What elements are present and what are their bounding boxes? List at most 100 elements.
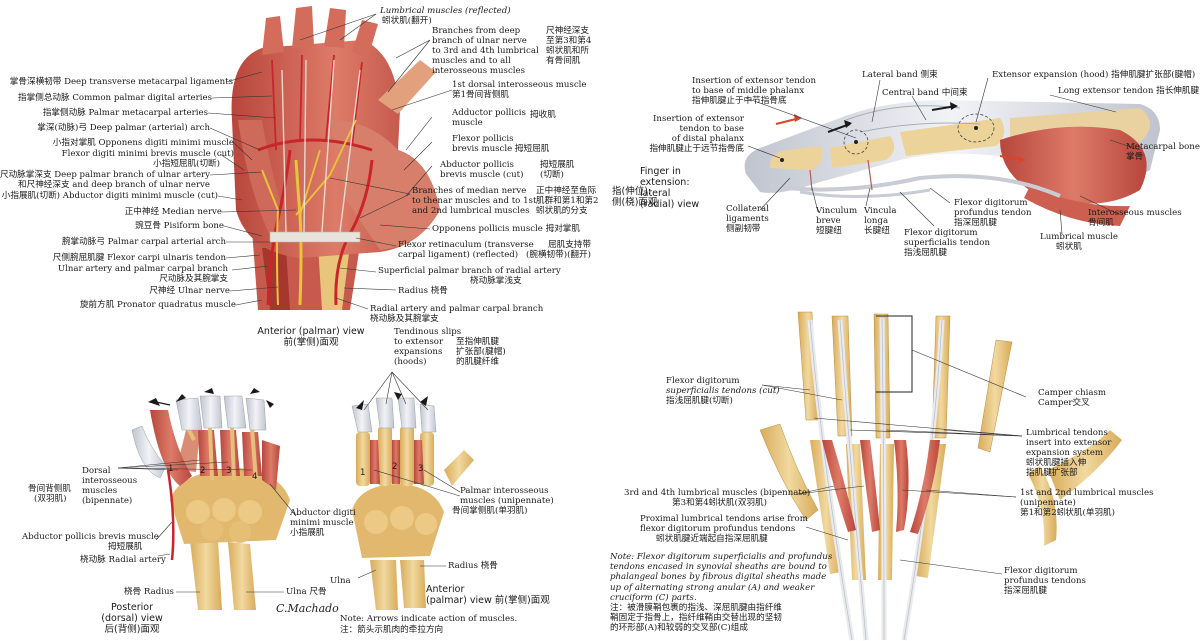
label-camper-chiasm: Camper chiasm [1038, 388, 1107, 398]
label-dorsal-interosseous-1: Dorsal [82, 466, 111, 476]
label-fdp-tendon-1: Flexor digitorum [954, 198, 1028, 208]
label-branches-median-nerve-zh-2: 肌群和第1和第2 [536, 196, 599, 206]
label-branches-median-nerve-zh-3: 蚓状肌的分支 [536, 206, 588, 216]
finger-leaders [745, 77, 1141, 235]
label-proximal-lumbrical-zh: 蚓状肌腱近端起自指深屈肌腱 [656, 534, 768, 544]
label-branches-deep-ulnar-zh-2: 至第3和第4 [546, 36, 592, 46]
label-dorsal-interosseous-2: interosseous [82, 476, 138, 486]
label-lumbrical-muscle: Lumbrical muscle [1040, 232, 1118, 242]
finger-view-line-3: lateral [640, 188, 671, 199]
label-abductor-pollicis-brevis: Abductor pollicis brevis muscle [22, 532, 159, 542]
label-tendinous-slips-zh-3: 的肌腱纤维 [456, 357, 499, 367]
label-fds-tendon-zh: 指浅屈肌腱 [904, 248, 947, 258]
palmar-view-zh: 前(掌侧)面观 [283, 337, 339, 348]
label-1st-dorsal-interosseous: 1st dorsal interosseous muscle [452, 80, 587, 90]
label-vincula-longa-1: Vincula [864, 206, 897, 216]
anterior-view-caption: Anterior (palmar) view 前(掌侧)面观 [426, 584, 550, 606]
label-tendinous-slips-3: expansions [394, 347, 443, 357]
label-tendinous-slips-zh-2: 扩张部(腱帽) [456, 347, 506, 357]
label-insertion-middle-phalanx-zh: 指伸肌腱止于中节指骨底 [692, 96, 787, 106]
flexor-sheath-note: Note: Flexor digitorum superficialis and… [610, 552, 832, 634]
dorsal-number-2: 2 [200, 466, 206, 476]
label-branches-deep-ulnar-4: muscles and to all [432, 56, 511, 66]
label-abductor-pollicis-brevis-2: brevis muscle (cut) [440, 170, 524, 180]
note-line-zh-1: 注：被滑膜鞘包裹的指浅、深屈肌腱由指纤维 [610, 603, 782, 614]
label-palmar-interosseous-zh: 骨间掌侧肌(单羽肌) [452, 506, 528, 516]
label-fdp-tendon-zh: 指深屈肌腱 [954, 218, 997, 228]
flexor-hand-illustration [759, 311, 1122, 641]
label-insertion-middle-phalanx-2: to base of middle phalanx [692, 86, 805, 96]
label-radial-artery-palmar-carpal-zh: 桡动脉及其腕掌支 [370, 314, 439, 324]
dorsal-arrows [148, 388, 274, 408]
palmar-view-en: Anterior (palmar) view [257, 326, 365, 337]
finger-view-line-4: (radial) view [640, 199, 700, 210]
anterior-arrows [356, 392, 428, 410]
label-tendinous-slips-1: Tendinous slips [394, 327, 462, 337]
finger-view-line-2: extension: [640, 177, 690, 188]
label-dorsal-ulna: Ulna 尺骨 [286, 587, 327, 597]
label-branches-median-nerve-2: to thenar muscles and to 1st [412, 196, 537, 206]
label-flexor-pollicis-brevis-1: Flexor pollicis [452, 134, 514, 144]
label-lumbrical-muscles-reflected-zh: 蚓状肌(翻开) [382, 16, 432, 26]
label-vinculum-breve-zh: 短腱纽 [816, 226, 842, 236]
label-palmar-interosseous-1: Palmar interosseous [460, 486, 549, 496]
dorsal-view-line-2: (dorsal) view [101, 613, 163, 624]
label-abductor-pollicis-brevis-1: Abductor pollicis [440, 160, 514, 170]
label-radial-artery-palmar-carpal: Radial artery and palmar carpal branch [370, 304, 544, 314]
label-flexor-retinaculum-zh-2: (腕横韧带)(翻开) [526, 250, 591, 260]
label-adductor-pollicis-2: muscle [452, 118, 483, 128]
label-palmar-carpal-arterial-arch: 腕掌动脉弓 Palmar carpal arterial arch [61, 237, 226, 247]
note-line-2: tendons encased in synovial sheaths are … [610, 562, 827, 573]
label-collateral-ligaments-zh: 侧副韧带 [726, 224, 761, 234]
label-extensor-expansion: Extensor expansion (hood) 指伸肌腱扩张部(腱帽) [992, 70, 1196, 80]
label-adductor-pollicis-1: Adductor pollicis [452, 108, 526, 118]
label-fdp-tendon-2: profundus tendon [954, 208, 1032, 218]
anterior-view-line-2: (palmar) view 前(掌侧)面观 [426, 595, 550, 606]
dorsal-number-3: 3 [226, 466, 232, 476]
label-1st-2nd-lumbricals-zh: 第1和第2蚓状肌(单羽肌) [1020, 508, 1115, 518]
label-ulnar-artery-palmar-carpal-branch-zh: 尺动脉及其腕掌支 [159, 274, 228, 284]
label-vincula-longa-zh: 长腱纽 [864, 226, 890, 236]
label-dorsal-interosseous-zh: 骨间背侧肌 [28, 484, 71, 494]
label-metacarpal-bone: Metacarpal bone [1126, 142, 1200, 152]
label-dorsal-radius: 桡骨 Radius [124, 587, 174, 597]
palmar-hand-illustration [231, 6, 440, 310]
illustrator-signature: C.Machado [276, 602, 339, 615]
label-1st-2nd-lumbricals-1: 1st and 2nd lumbrical muscles [1020, 488, 1154, 498]
dorsal-view-caption: Posterior (dorsal) view 后(背侧)面观 [82, 602, 182, 635]
dorsal-leaders [117, 459, 297, 593]
label-ulnar-artery-palmar-carpal-branch: Ulnar artery and palmar carpal branch [57, 264, 228, 274]
note-line-5: cruciform (C) parts. [610, 592, 697, 603]
label-lumbrical-muscles-reflected: Lumbrical muscles (reflected) [380, 6, 511, 16]
finger-lateral-illustration [744, 100, 1160, 226]
label-abductor-digiti-minimi-2: minimi muscle [290, 518, 354, 528]
finger-view-caption: Finger in extension: lateral (radial) vi… [640, 166, 699, 210]
label-adductor-pollicis-zh: 拇收肌 [530, 110, 556, 120]
label-lumbrical-tendons-1: Lumbrical tendons [1026, 428, 1108, 438]
note-line-4: up of alternating strong anular (A) and … [610, 582, 815, 593]
label-anterior-ulna: Ulna [330, 576, 351, 586]
label-insertion-distal-phalanx-2: tendon to base [679, 124, 745, 134]
label-proximal-lumbrical-2: flexor digitorum profundus tendons [640, 524, 796, 534]
label-3rd-4th-lumbricals: 3rd and 4th lumbrical muscles (bipennate… [624, 488, 811, 498]
label-metacarpal-bone-zh: 掌骨 [1126, 152, 1144, 162]
label-insertion-distal-phalanx-3: of distal phalanx [671, 134, 744, 144]
label-branches-deep-ulnar-zh-3: 蚓状肌和所 [546, 46, 589, 56]
dorsal-view-line-3: 后(背侧)面观 [104, 624, 160, 635]
dorsal-view-line-1: Posterior [111, 602, 153, 613]
anterior-number-1: 1 [360, 468, 366, 478]
label-tendinous-slips-zh-1: 至指伸肌腱 [456, 337, 499, 347]
label-branches-deep-ulnar-3: to 3rd and 4th lumbrical [432, 46, 539, 56]
note-line-zh-2: 鞘固定于指骨上，指纤维鞘由交替出现的坚韧 [610, 613, 782, 624]
label-abductor-digiti-minimi-zh: 小指展肌 [290, 528, 325, 538]
label-branches-deep-ulnar-zh-4: 有骨间肌 [546, 56, 581, 66]
label-1st-dorsal-interosseous-zh: 第1骨间背侧肌 [452, 90, 510, 100]
label-flexor-carpi-ulnaris-tendon: 尺侧腕屈肌腱 Flexor carpi ulnaris tendon [52, 253, 226, 263]
label-deep-palmar-branch-ulnar-artery: 尺动脉掌深支 Deep palmar branch of ulnar arter… [0, 170, 210, 180]
label-ulnar-nerve: 尺神经 Ulnar nerve [149, 286, 230, 296]
label-deep-transverse-metacarpal-ligaments: 掌骨深横韧带 Deep transverse metacarpal ligame… [9, 77, 233, 87]
label-dorsal-interosseous-zh-2: (双羽肌) [34, 494, 67, 504]
label-fds-tendons-cut-zh: 指浅屈肌腱(切断) [666, 396, 733, 406]
label-abductor-pollicis-brevis-zh-1: 拇短展肌 [540, 160, 575, 170]
